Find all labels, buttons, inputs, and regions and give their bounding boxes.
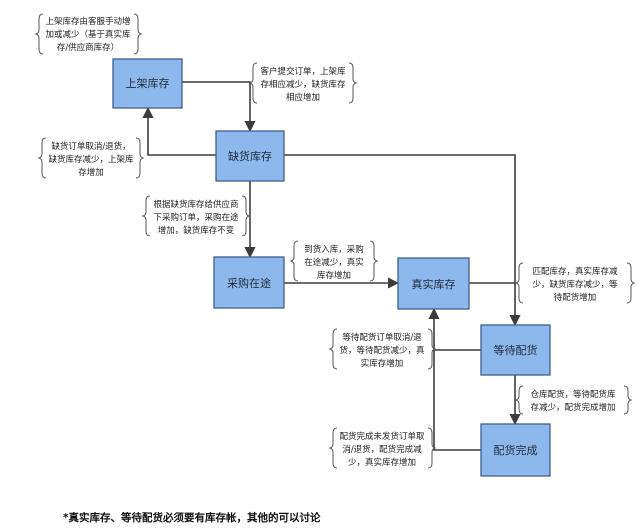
note-cancel-awaiting-line3: 实库存增加	[361, 358, 404, 369]
note-purchase-line1: 根据缺货库存给供应商	[153, 199, 238, 210]
note-manual-line3: 存/供应商库存）	[57, 42, 119, 53]
note-customer-order-line2: 存相应减少，缺货库存	[260, 79, 346, 90]
node-complete: 配货完成	[480, 423, 551, 477]
note-warehouse-line1: 仓库配货，等待配货库	[530, 389, 616, 400]
note-match-line2: 少，缺货库存减少，等	[532, 279, 618, 290]
note-customer-order-line3: 相应增加	[286, 92, 320, 103]
edge-onshelf-to-shortage	[182, 81, 256, 133]
edge-shortage-to-onshelf	[142, 106, 216, 156]
node-complete-label: 配货完成	[494, 443, 538, 457]
note-purchase-line3: 增加，缺货库存不变	[158, 225, 235, 236]
note-warehouse-line2: 存减少，配货完成增加	[530, 402, 615, 413]
node-purchasing: 采购在途	[213, 256, 285, 309]
node-shortage: 缺货库存	[215, 130, 285, 182]
node-purchasing-label: 采购在途	[227, 276, 271, 290]
footnote: *真实库存、等待配货必须要有库存帐，其他的可以讨论	[63, 512, 321, 524]
note-match: 匹配库存，真实库存减 少，缺货库存减少，等 待配货增加	[514, 262, 636, 304]
node-real: 真实库存	[397, 257, 470, 310]
note-cancel-complete-line2: 消/退货，配货完成减	[342, 444, 422, 455]
note-customer-order-line1: 客户提交订单，上架库	[260, 66, 346, 77]
note-manual: 上架库存由客服手动增 加或减少（基于真实库 存/供应商库存）	[34, 13, 143, 55]
note-cancel-shortage-line1: 缺货订单取消/退货，	[51, 141, 130, 152]
note-cancel-complete-line3: 少，真实库存增加	[348, 457, 416, 468]
note-cancel-shortage-line3: 存增加	[78, 167, 104, 178]
note-manual-line2: 加或减少（基于真实库	[45, 29, 131, 40]
note-match-line3: 待配货增加	[554, 292, 597, 303]
node-real-label: 真实库存	[412, 277, 456, 291]
note-arrival-line2: 在途减少，真实	[304, 257, 364, 268]
edge-complete-to-real	[433, 350, 481, 451]
note-match-line1: 匹配库存，真实库存减	[532, 266, 618, 277]
note-arrival: 到货入库，采购 在途减少，真实 库存增加	[289, 240, 379, 282]
node-awaiting: 等待配货	[480, 324, 551, 376]
note-cancel-awaiting: 等待配货订单取消/退 货，等待配货减少，真 实库存增加	[328, 328, 437, 370]
note-cancel-shortage: 缺货订单取消/退货， 缺货库存减少，上架库 存增加	[37, 137, 145, 179]
note-customer-order: 客户提交订单，上架库 存相应减少，缺货库存 相应增加	[248, 62, 358, 104]
note-arrival-line3: 库存增加	[317, 270, 351, 281]
edge-awaiting-to-real	[428, 307, 481, 351]
note-cancel-complete: 配货完成未发货订单取 消/退货，配货完成减 少，真实库存增加	[328, 427, 437, 469]
note-cancel-awaiting-line2: 货，等待配货减少，真	[339, 345, 425, 356]
node-on-shelf: 上架库存	[112, 58, 183, 109]
node-awaiting-label: 等待配货	[494, 343, 538, 357]
edge-shortage-to-awaiting	[284, 154, 521, 327]
note-cancel-shortage-line2: 缺货库存减少，上架库	[48, 154, 134, 165]
node-shortage-label: 缺货库存	[228, 149, 272, 163]
note-arrival-line1: 到货入库，采购	[304, 244, 364, 255]
note-manual-line1: 上架库存由客服手动增	[45, 16, 130, 27]
note-purchase: 根据缺货库存给供应商 下采购订单，采购在途 增加，缺货库存不变	[141, 195, 251, 237]
note-purchase-line2: 下采购订单，采购在途	[153, 212, 239, 223]
note-cancel-complete-line1: 配货完成未发货订单取	[339, 431, 425, 442]
node-on-shelf-label: 上架库存	[126, 76, 170, 90]
note-cancel-awaiting-line1: 等待配货订单取消/退	[342, 332, 422, 343]
note-warehouse: 仓库配货，等待配货库 存减少，配货完成增加	[514, 385, 633, 415]
